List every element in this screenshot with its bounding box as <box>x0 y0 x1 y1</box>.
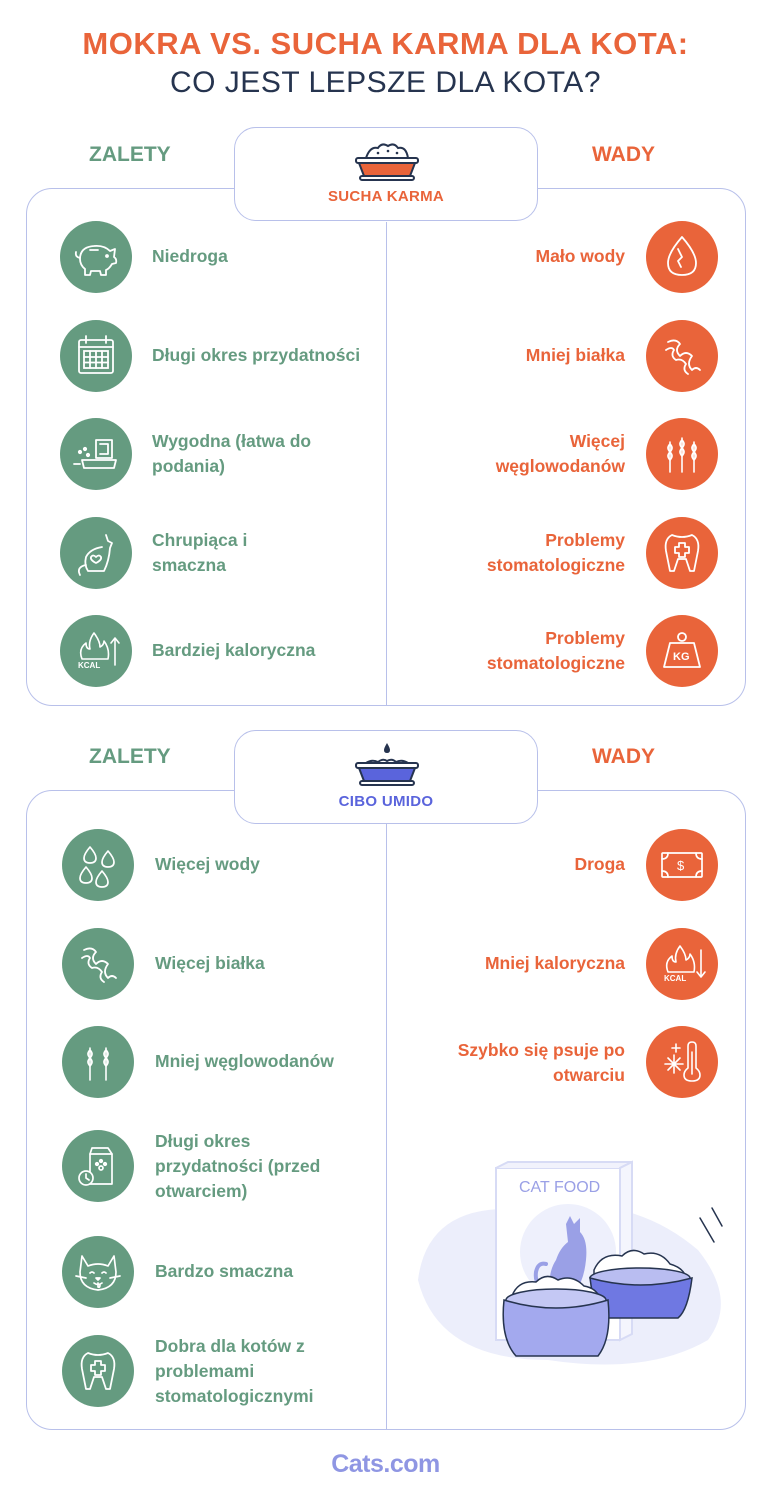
wet-con-label: Droga <box>574 854 625 874</box>
dry-panel-divider <box>386 222 387 706</box>
wet-food-tab: CIBO UMIDO <box>234 730 538 824</box>
wheat-icon <box>62 1026 134 1098</box>
wheat-icon <box>646 418 718 490</box>
kcal-down-icon: KCAL <box>646 928 718 1000</box>
cat-face-icon <box>62 1236 134 1308</box>
cat-food-illustration: CAT FOOD <box>408 1160 738 1385</box>
cats-com-logo[interactable]: Cats.com <box>331 1450 440 1478</box>
wet-food-tab-label: CIBO UMIDO <box>338 793 434 810</box>
dry-food-bowl-icon <box>352 138 422 187</box>
piggy-bank-icon <box>60 221 132 293</box>
protein-icon <box>646 320 718 392</box>
dry-con-label: Mało wody <box>535 246 625 266</box>
wet-cons-heading: WADY <box>592 745 655 768</box>
food-scoop-icon <box>60 418 132 490</box>
dry-food-tab-label: SUCHA KARMA <box>327 188 445 205</box>
thermometer-snow-icon <box>646 1026 718 1098</box>
wet-pros-heading: ZALETY <box>89 745 171 768</box>
banknote-icon: $ <box>646 829 718 901</box>
dry-pro-label: Bardziej kaloryczna <box>152 640 316 660</box>
water-drop-icon <box>646 221 718 293</box>
dry-pro-label: Niedroga <box>152 246 228 266</box>
wet-food-bowl-icon <box>352 739 422 792</box>
kg-weight-icon: KG <box>646 615 718 687</box>
dry-cons-heading: WADY <box>592 143 655 166</box>
food-bag-clock-icon <box>62 1130 134 1202</box>
dry-pro-label: Długi okres przydatności <box>152 345 361 365</box>
water-drops-icon <box>62 829 134 901</box>
page-title: MOKRA VS. SUCHA KARMA DLA KOTA: <box>82 26 689 61</box>
dry-pros-heading: ZALETY <box>89 143 171 166</box>
svg-text:$: $ <box>677 858 685 873</box>
page-subtitle: CO JEST LEPSZE DLA KOTA? <box>169 66 602 99</box>
wet-pro-label: Bardzo smaczna <box>155 1261 294 1281</box>
wet-con-label: Mniej kaloryczna <box>484 953 625 973</box>
tooth-icon <box>646 517 718 589</box>
calendar-icon <box>60 320 132 392</box>
kcal-up-icon: KCAL <box>60 615 132 687</box>
svg-text:KCAL: KCAL <box>664 974 686 983</box>
wet-pro-label: Mniej węglowodanów <box>155 1051 334 1071</box>
dry-food-tab: SUCHA KARMA <box>234 127 538 221</box>
cat-food-box-label: CAT FOOD <box>519 1179 600 1196</box>
svg-text:KCAL: KCAL <box>78 661 100 670</box>
wet-pro-label: Więcej wody <box>155 854 260 874</box>
cat-heart-icon <box>60 517 132 589</box>
wet-panel-divider <box>386 824 387 1430</box>
protein-icon <box>62 928 134 1000</box>
svg-text:KG: KG <box>673 651 690 663</box>
dry-con-label: Mniej białka <box>525 345 625 365</box>
wet-pro-label: Więcej białka <box>155 953 265 973</box>
tooth-icon <box>62 1335 134 1407</box>
